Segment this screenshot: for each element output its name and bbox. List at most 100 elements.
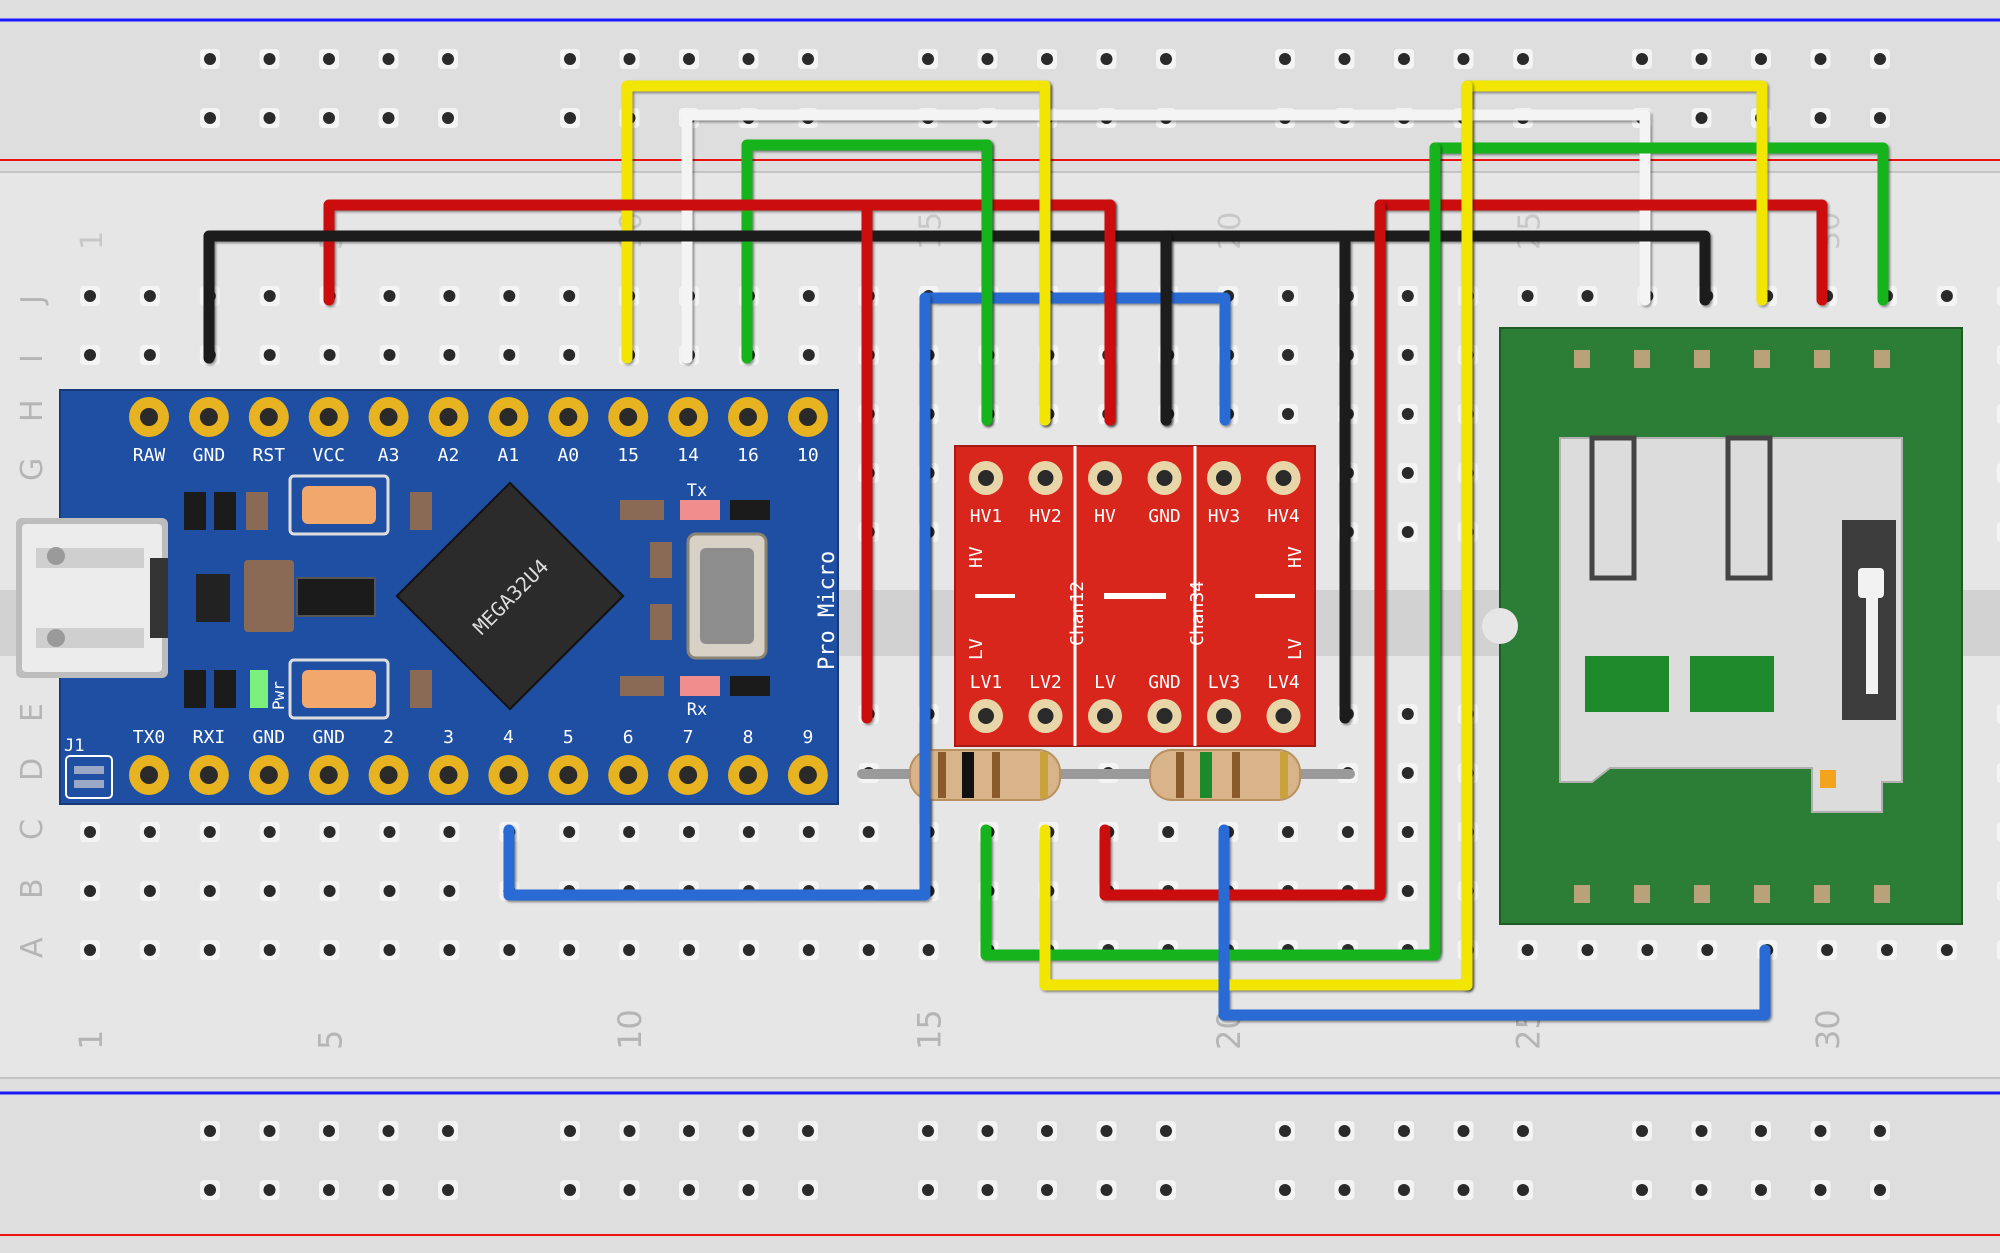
wire-yellow-lower: [1039, 80, 1473, 991]
rail-hole-socket: [564, 1125, 576, 1137]
pro-micro-pin-label: 2: [383, 727, 394, 748]
rail-hole-socket: [683, 1184, 695, 1196]
breadboard-hole-socket: [1401, 408, 1414, 420]
pro-micro-pin-label: 9: [802, 727, 813, 748]
resistors: [857, 749, 1355, 801]
rx-label: Rx: [687, 700, 707, 720]
breadboard-hole: [1996, 940, 2000, 960]
breadboard-hole-socket: [1940, 944, 1953, 956]
shifter-pad-hole: [1037, 470, 1054, 486]
pro-micro-pad-hole: [259, 408, 278, 426]
pro-micro-pin-label: RST: [253, 445, 286, 466]
rail-hole-socket: [1457, 1184, 1470, 1196]
rail-hole-socket: [1517, 1184, 1529, 1196]
shifter-pin-label: GND: [1148, 672, 1181, 693]
pro-micro-board: MEGA32U4 Tx: [16, 389, 840, 805]
mega32u4-chip: MEGA32U4: [395, 481, 625, 711]
column-number: 5: [312, 1030, 350, 1050]
cap-top: [288, 474, 390, 536]
shifter-pin-label: LV1: [970, 672, 1003, 693]
sd-socket: [1559, 437, 1903, 813]
pro-micro-pad-hole: [559, 766, 578, 784]
pro-micro-pin-label: GND: [312, 727, 345, 748]
pro-micro-pad-hole: [199, 766, 218, 784]
breadboard-hole-socket: [1282, 349, 1294, 361]
pro-micro-pin-label: 10: [797, 445, 819, 466]
breadboard-hole-socket: [84, 885, 96, 897]
breadboard-hole-socket: [742, 944, 755, 956]
pro-micro-pin-label: 3: [443, 727, 454, 748]
row-letter: E: [15, 703, 50, 722]
pro-micro-pad-hole: [679, 408, 698, 426]
rail-hole-socket: [1398, 1125, 1410, 1137]
shifter-pad-hole: [978, 470, 994, 486]
pro-micro-pad-hole: [798, 766, 817, 784]
column-number: 30: [1809, 1009, 1847, 1050]
breadboard-hole-socket: [383, 944, 396, 956]
pro-micro-pin-label: A3: [378, 445, 400, 466]
tx-label: Tx: [687, 481, 707, 501]
row-letter: J: [15, 295, 50, 306]
rail-hole-socket: [1517, 1125, 1529, 1137]
breadboard-hole-socket: [383, 349, 396, 361]
rail-hole-socket: [981, 53, 994, 65]
rail-hole-socket: [564, 53, 576, 65]
pro-micro-pad-hole: [199, 408, 218, 426]
pro-micro-pin-label: A2: [438, 445, 460, 466]
shifter-pin-label: LV: [1094, 672, 1116, 693]
rail-hole-socket: [1636, 53, 1648, 65]
rail-hole-socket: [802, 1184, 814, 1196]
breadboard-hole-socket: [1881, 944, 1893, 956]
breadboard-hole-socket: [263, 885, 276, 897]
sd-pad: [1814, 350, 1830, 368]
pro-micro-pad-hole: [499, 408, 518, 426]
rail-hole-socket: [1814, 1184, 1827, 1196]
rail-hole-socket: [382, 53, 395, 65]
rail-hole-socket: [1457, 53, 1470, 65]
rail-hole-socket: [1100, 1125, 1113, 1137]
breadboard-hole-socket: [802, 349, 815, 361]
breadboard-hole-socket: [862, 944, 875, 956]
shifter-pad-hole: [1097, 470, 1113, 486]
rail-hole-socket: [204, 112, 216, 124]
wire-red-lower: [1099, 199, 1386, 901]
breadboard-hole-socket: [862, 826, 875, 838]
breadboard-hole-socket: [1521, 290, 1534, 302]
breadboard-hole-socket: [84, 944, 96, 956]
breadboard-hole-socket: [563, 826, 576, 838]
breadboard-hole-socket: [1401, 708, 1414, 720]
rail-hole-socket: [564, 112, 576, 124]
breadboard-hole-socket: [143, 944, 156, 956]
pro-micro-pad-hole: [798, 408, 817, 426]
breadboard-hole-socket: [922, 944, 935, 956]
breadboard-hole-socket: [323, 944, 336, 956]
rail-hole-socket: [981, 1125, 994, 1137]
sd-card-module: [1482, 327, 1963, 925]
rail-hole-socket: [263, 1125, 276, 1137]
breadboard-hole-socket: [1401, 885, 1414, 897]
breadboard-hole-socket: [1641, 944, 1654, 956]
rail-hole-socket: [323, 1184, 335, 1196]
rail-hole-socket: [1041, 1125, 1053, 1137]
rail-hole-socket: [1755, 1184, 1767, 1196]
breadboard-hole-socket: [443, 885, 456, 897]
rail-hole-socket: [1695, 112, 1708, 124]
rail-hole-socket: [1695, 53, 1708, 65]
diode: [196, 574, 230, 622]
pro-micro-pad-hole: [619, 408, 638, 426]
breadboard-hole-socket: [383, 826, 396, 838]
rail-hole-socket: [382, 1184, 395, 1196]
breadboard-hole-socket: [383, 885, 396, 897]
column-number: 15: [911, 1009, 949, 1050]
breadboard-hole-socket: [263, 826, 276, 838]
rail-hole-socket: [981, 1184, 994, 1196]
breadboard-hole-socket: [323, 349, 336, 361]
breadboard-hole-socket: [443, 826, 456, 838]
breadboard-hole: [1996, 463, 2000, 483]
sd-pad: [1874, 350, 1890, 368]
rail-hole-socket: [1636, 1125, 1648, 1137]
shifter-pad-hole: [1156, 708, 1173, 724]
shifter-pin-label: HV4: [1267, 506, 1300, 527]
rail-hole-socket: [802, 53, 814, 65]
